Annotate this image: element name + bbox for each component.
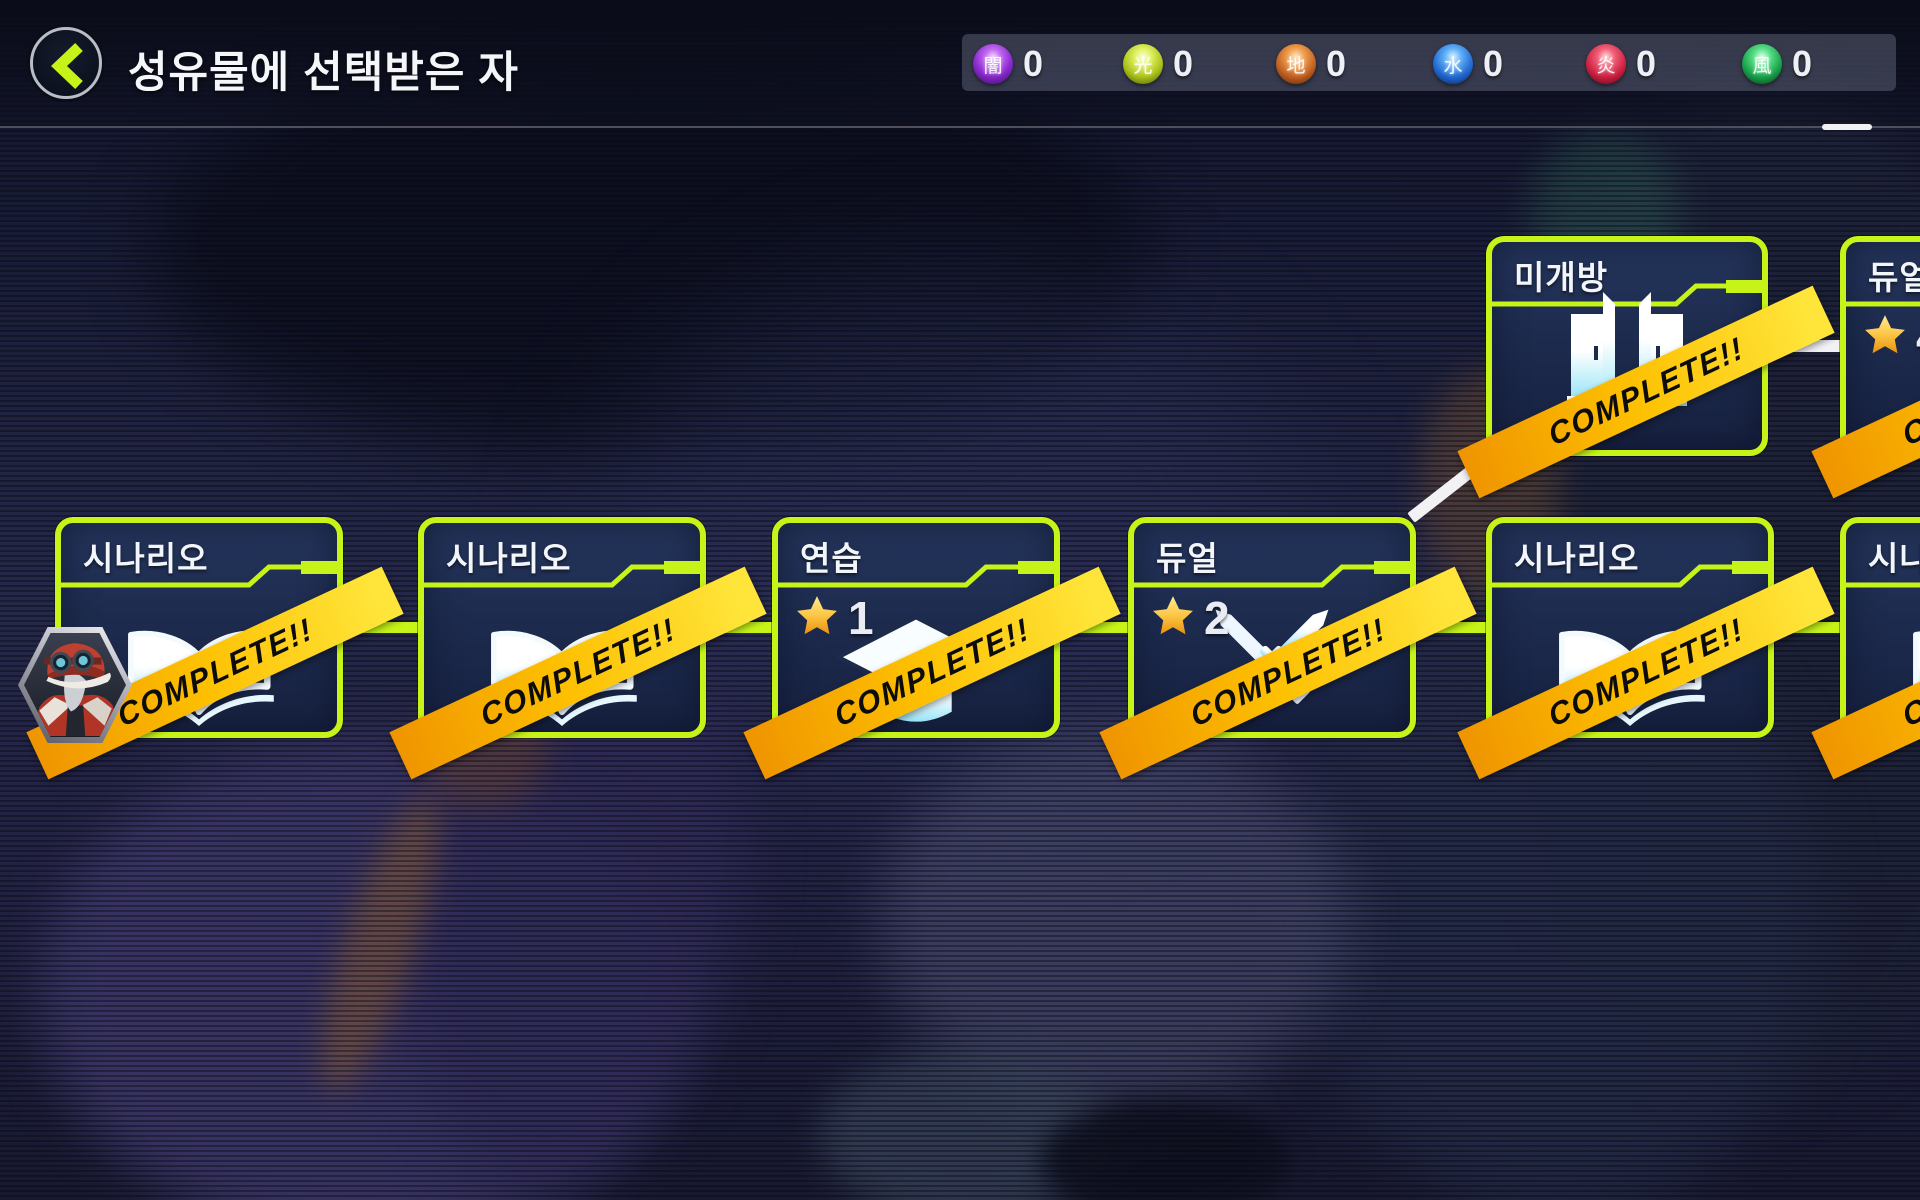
currency-water: 水 0 [1433,43,1503,85]
stage-title: 시나리오 [1868,540,1920,577]
star-icon [1862,312,1908,363]
star-icon [794,593,840,644]
stage-title: 듀얼 [1156,540,1219,577]
avatar-portrait [24,633,126,737]
connector-stage2-stage3 [700,622,776,633]
wind-orb-icon: 風 [1742,44,1782,84]
connector-stage5-stage6 [1768,622,1844,633]
fire-orb-count: 0 [1636,43,1657,84]
stage-title: 미개방 [1514,259,1609,296]
dark-orb-count: 0 [1023,43,1044,84]
card-header-line [424,561,700,588]
fire-orb-icon: 炎 [1586,44,1626,84]
currency-band [962,34,1896,91]
card-header-line [1492,561,1768,588]
stage-title: 시나리오 [1514,540,1640,577]
card-header-line [1134,561,1410,588]
connector-stage1-stage2 [338,622,422,633]
stage-card-scenario-2[interactable]: 시나리오 COMPLETE!! [389,517,767,780]
wind-orb-count: 0 [1792,43,1813,84]
card-header-line [1492,280,1762,307]
stage-title: 연습 [800,540,863,577]
stage-card-gate-unopened[interactable]: 미개방 COMPLETE!! [1457,236,1835,499]
earth-orb-icon: 地 [1276,44,1316,84]
light-orb-icon: 光 [1123,44,1163,84]
stage-card-scenario-4[interactable]: 시나리오 COMPLETE!! [1811,517,1920,780]
player-avatar-badge [18,627,132,743]
water-orb-icon: 水 [1433,44,1473,84]
currency-earth: 地 0 [1276,43,1346,85]
star-rating: 2 [1150,591,1230,645]
stage-card-practice[interactable]: 연습 1 COMPLETE!! [743,517,1121,780]
connector-stage4-stage5 [1410,622,1490,633]
card-header-line [778,561,1054,588]
star-count: 4 [1916,310,1920,364]
stage-card-duel[interactable]: 듀얼 2 COMPLETE!! [1099,517,1477,780]
stage-card-scenario-3[interactable]: 시나리오 COMPLETE!! [1457,517,1835,780]
stage-title: 시나리오 [83,540,209,577]
header-divider-line [0,126,1920,128]
star-count: 2 [1204,592,1230,644]
page-title: 성유물에 선택받은 자 [128,49,519,97]
currency-wind: 風 0 [1742,43,1812,85]
star-icon [1150,593,1196,644]
water-orb-count: 0 [1483,43,1504,84]
scrollbar-thumb[interactable] [1822,124,1872,130]
stage-card-duel-4[interactable]: 듀얼 4 COMPLETE!! [1811,236,1920,499]
currency-fire: 炎 0 [1586,43,1656,85]
dark-orb-icon: 闇 [973,44,1013,84]
currency-light: 光 0 [1123,43,1193,85]
star-count: 1 [848,592,874,644]
card-header-line [1846,301,1920,307]
light-orb-count: 0 [1173,43,1194,84]
stage-title: 시나리오 [446,540,572,577]
stage-title: 듀얼 [1868,259,1920,296]
card-header-line [1846,582,1920,588]
card-header-line [61,561,337,588]
connector-stage3-stage4 [1054,622,1132,633]
star-rating: 1 [794,591,874,645]
earth-orb-count: 0 [1326,43,1347,84]
star-rating: 4 [1862,310,1920,364]
back-button[interactable] [30,27,102,99]
currency-dark: 闇 0 [973,43,1043,85]
